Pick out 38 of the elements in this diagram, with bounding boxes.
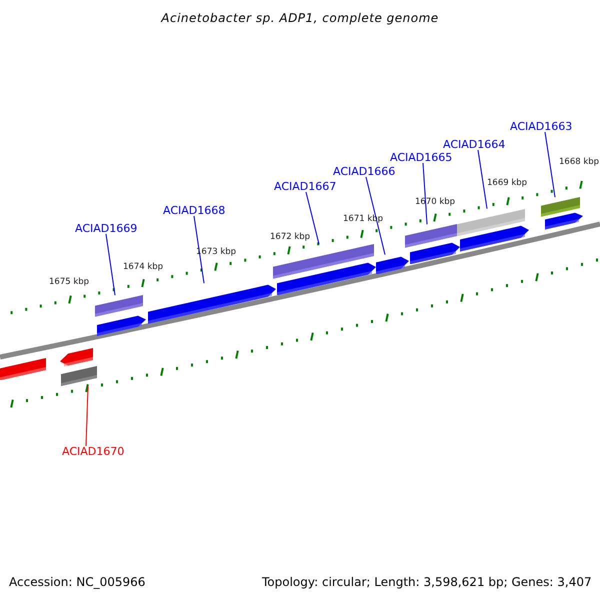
scale-label: 1672 kbp <box>270 233 310 242</box>
gene-label: ACIAD1663 <box>510 121 572 132</box>
scale-label: 1669 kbp <box>487 179 528 188</box>
leader-line <box>544 132 556 198</box>
gene-block <box>273 244 374 279</box>
gene-label: ACIAD1664 <box>443 139 506 150</box>
gene-block <box>410 240 460 264</box>
leader-line <box>366 176 386 256</box>
gene-block <box>545 211 583 230</box>
gene-block <box>277 260 376 295</box>
leader-line <box>306 192 320 245</box>
leader-line <box>106 234 116 296</box>
gene-block <box>148 283 276 324</box>
gene-label: ACIAD1670 <box>62 446 124 457</box>
gene-block <box>60 348 93 367</box>
gene-block <box>97 314 146 336</box>
gene-block <box>376 254 409 274</box>
accession-label: Accession: NC_005966 <box>9 576 146 588</box>
gene-block <box>405 224 457 248</box>
gene-block <box>541 197 580 217</box>
genome-summary: Topology: circular; Length: 3,598,621 bp; Genes: 3,407 <box>262 576 592 588</box>
gene-label: ACIAD1667 <box>274 181 336 192</box>
gene-label: ACIAD1666 <box>333 166 396 177</box>
leader-line <box>422 162 428 225</box>
gene-block <box>460 224 529 252</box>
scale-label: 1674 kbp <box>123 263 164 272</box>
gene-label: ACIAD1665 <box>390 152 452 163</box>
scale-label: 1675 kbp <box>49 278 90 286</box>
gene-block <box>0 358 46 380</box>
leader-line <box>194 216 204 284</box>
gene-block <box>61 366 97 386</box>
gene-label: ACIAD1668 <box>163 205 226 216</box>
gene-block <box>457 208 525 236</box>
gene-label: ACIAD1669 <box>75 223 138 234</box>
title: Acinetobacter sp. ADP1, complete genome <box>160 12 440 24</box>
gene-block <box>95 295 143 317</box>
scale-label: 1668 kbp <box>559 158 600 166</box>
leader-line <box>86 386 88 446</box>
